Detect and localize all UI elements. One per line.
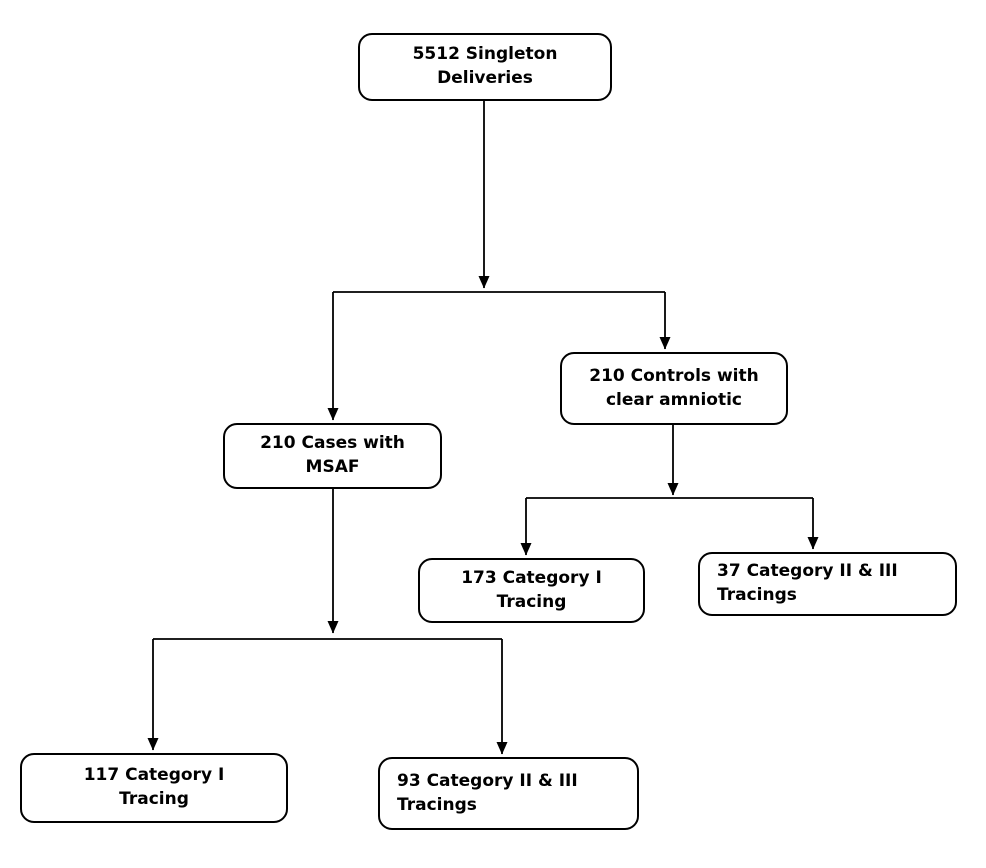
node-cases-category-1: 117 Category I Tracing	[20, 753, 288, 823]
node-controls-category-1: 173 Category I Tracing	[418, 558, 645, 623]
node-cases-category-2-3: 93 Category II & III Tracings	[378, 757, 639, 830]
node-cases-msaf: 210 Cases with MSAF	[223, 423, 442, 489]
node-singleton-deliveries: 5512 Singleton Deliveries	[358, 33, 612, 101]
node-controls-clear-amniotic: 210 Controls with clear amniotic	[560, 352, 788, 425]
node-controls-category-2-3: 37 Category II & III Tracings	[698, 552, 957, 616]
